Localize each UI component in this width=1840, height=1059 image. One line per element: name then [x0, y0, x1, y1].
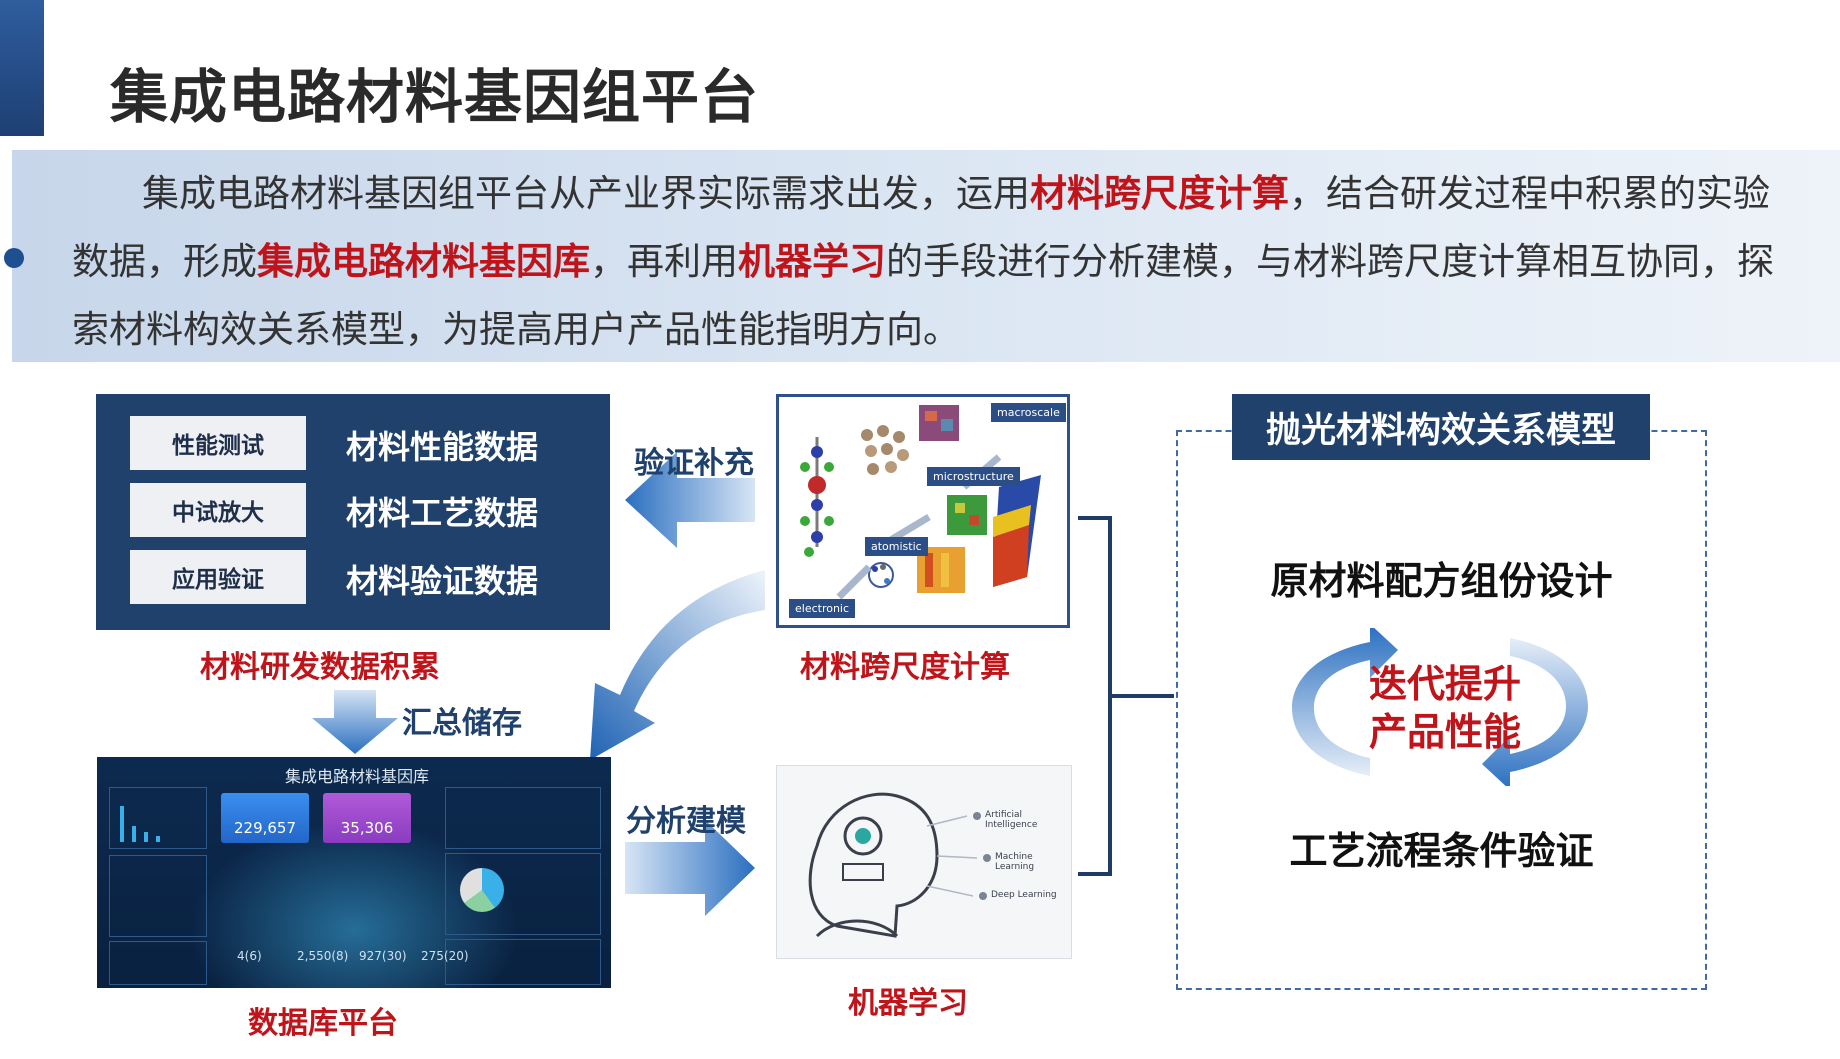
ml-label-ml: Machine Learning — [995, 852, 1035, 872]
rd-panel-caption: 材料研发数据积累 — [200, 650, 440, 685]
multiscale-simulation-figure: macroscale microstructure atomistic elec… — [776, 394, 1070, 628]
verify-label: 验证补充 — [634, 446, 754, 481]
ml-label-ai: Artificial Intelligence — [985, 810, 1038, 830]
collect-down-arrow-icon — [312, 690, 398, 754]
performance-data-label: 材料性能数据 — [346, 428, 539, 466]
bullet-icon — [4, 248, 24, 268]
bottom-stat-2: 2,550(8) — [297, 949, 349, 963]
model-bottom-item: 工艺流程条件验证 — [1289, 829, 1594, 873]
intro-highlight-1: 材料跨尺度计算 — [1030, 172, 1289, 215]
model-title: 抛光材料构效关系模型 — [1232, 394, 1650, 460]
iteration-cycle-icon — [1292, 628, 1588, 786]
intro-text-2: ，结合研发过程中积累的实验数据，形成 — [72, 172, 1770, 283]
analyze-arrow-icon — [625, 820, 755, 916]
bottom-stat-3: 927(30) — [359, 949, 407, 963]
chip-pilot-scale: 中试放大 — [130, 483, 306, 537]
tag-electronic: electronic — [789, 599, 856, 618]
database-caption: 数据库平台 — [248, 1006, 398, 1041]
stat-card-2: 35,306 — [323, 793, 411, 843]
intro-paragraph: 集成电路材料基因组平台从产业界实际需求出发，运用材料跨尺度计算，结合研发过程中积… — [72, 160, 1792, 364]
ml-label-dl: Deep Learning — [991, 890, 1057, 900]
verify-arrow-icon — [625, 452, 755, 548]
intro-banner — [12, 150, 1840, 362]
dashboard-pie-panel — [445, 853, 601, 935]
robot-head-icon — [808, 792, 991, 938]
process-data-label: 材料工艺数据 — [346, 494, 539, 532]
simulation-caption: 材料跨尺度计算 — [800, 650, 1010, 685]
bottom-stat-1: 4(6) — [237, 949, 262, 963]
verification-data-label: 材料验证数据 — [346, 562, 539, 600]
page-title: 集成电路材料基因组平台 — [110, 63, 760, 131]
tag-microstructure: microstructure — [927, 467, 1020, 486]
bottom-stat-4: 275(20) — [421, 949, 469, 963]
intro-highlight-2: 集成电路材料基因库 — [257, 240, 590, 283]
chip-performance-test: 性能测试 — [130, 416, 306, 470]
rd-data-panel: 性能测试 材料性能数据 中试放大 材料工艺数据 应用验证 材料验证数据 — [96, 394, 610, 630]
connector-bottom — [1078, 872, 1110, 876]
machine-learning-figure: Artificial Intelligence Machine Learning… — [776, 765, 1072, 959]
dashboard-left-chart — [109, 787, 207, 849]
dashboard-right-bottom — [445, 939, 601, 985]
ml-caption: 机器学习 — [848, 986, 968, 1021]
intro-text-4: 的手段进行分析建模，与材料跨尺度计算相互协同，探索材料构效关系模型，为提高用户产… — [72, 240, 1774, 351]
chip-application-verify: 应用验证 — [130, 550, 306, 604]
intro-highlight-3: 机器学习 — [738, 240, 886, 283]
collect-curve-arrow-icon — [590, 570, 765, 760]
database-dashboard: 集成电路材料基因库 229,657 35,306 4(6) 2,550(8) 9… — [97, 757, 611, 988]
cycle-line-1: 迭代提升 — [1368, 662, 1521, 706]
cycle-line-2: 产品性能 — [1368, 710, 1521, 754]
dashboard-left-list — [109, 855, 207, 937]
connector-top — [1078, 516, 1110, 520]
tag-atomistic: atomistic — [865, 537, 928, 556]
dashboard-left-bottom — [109, 941, 207, 985]
dashboard-right-list — [445, 787, 601, 849]
molecule-icon — [800, 437, 834, 557]
lattice-icon — [861, 425, 909, 475]
stat-card-1: 229,657 — [221, 793, 309, 843]
collect-label: 汇总储存 — [402, 706, 522, 741]
analyze-label: 分析建模 — [626, 804, 746, 839]
model-top-item: 原材料配方组份设计 — [1270, 559, 1613, 603]
tag-macroscale: macroscale — [991, 403, 1066, 422]
connector-middle — [1110, 694, 1174, 698]
intro-text-3: ，再利用 — [590, 240, 738, 283]
dashboard-title: 集成电路材料基因库 — [284, 767, 429, 786]
multiscale-illustration — [800, 405, 1041, 600]
title-accent-bar — [0, 0, 44, 136]
intro-text-1: 集成电路材料基因组平台从产业界实际需求出发，运用 — [142, 172, 1030, 215]
